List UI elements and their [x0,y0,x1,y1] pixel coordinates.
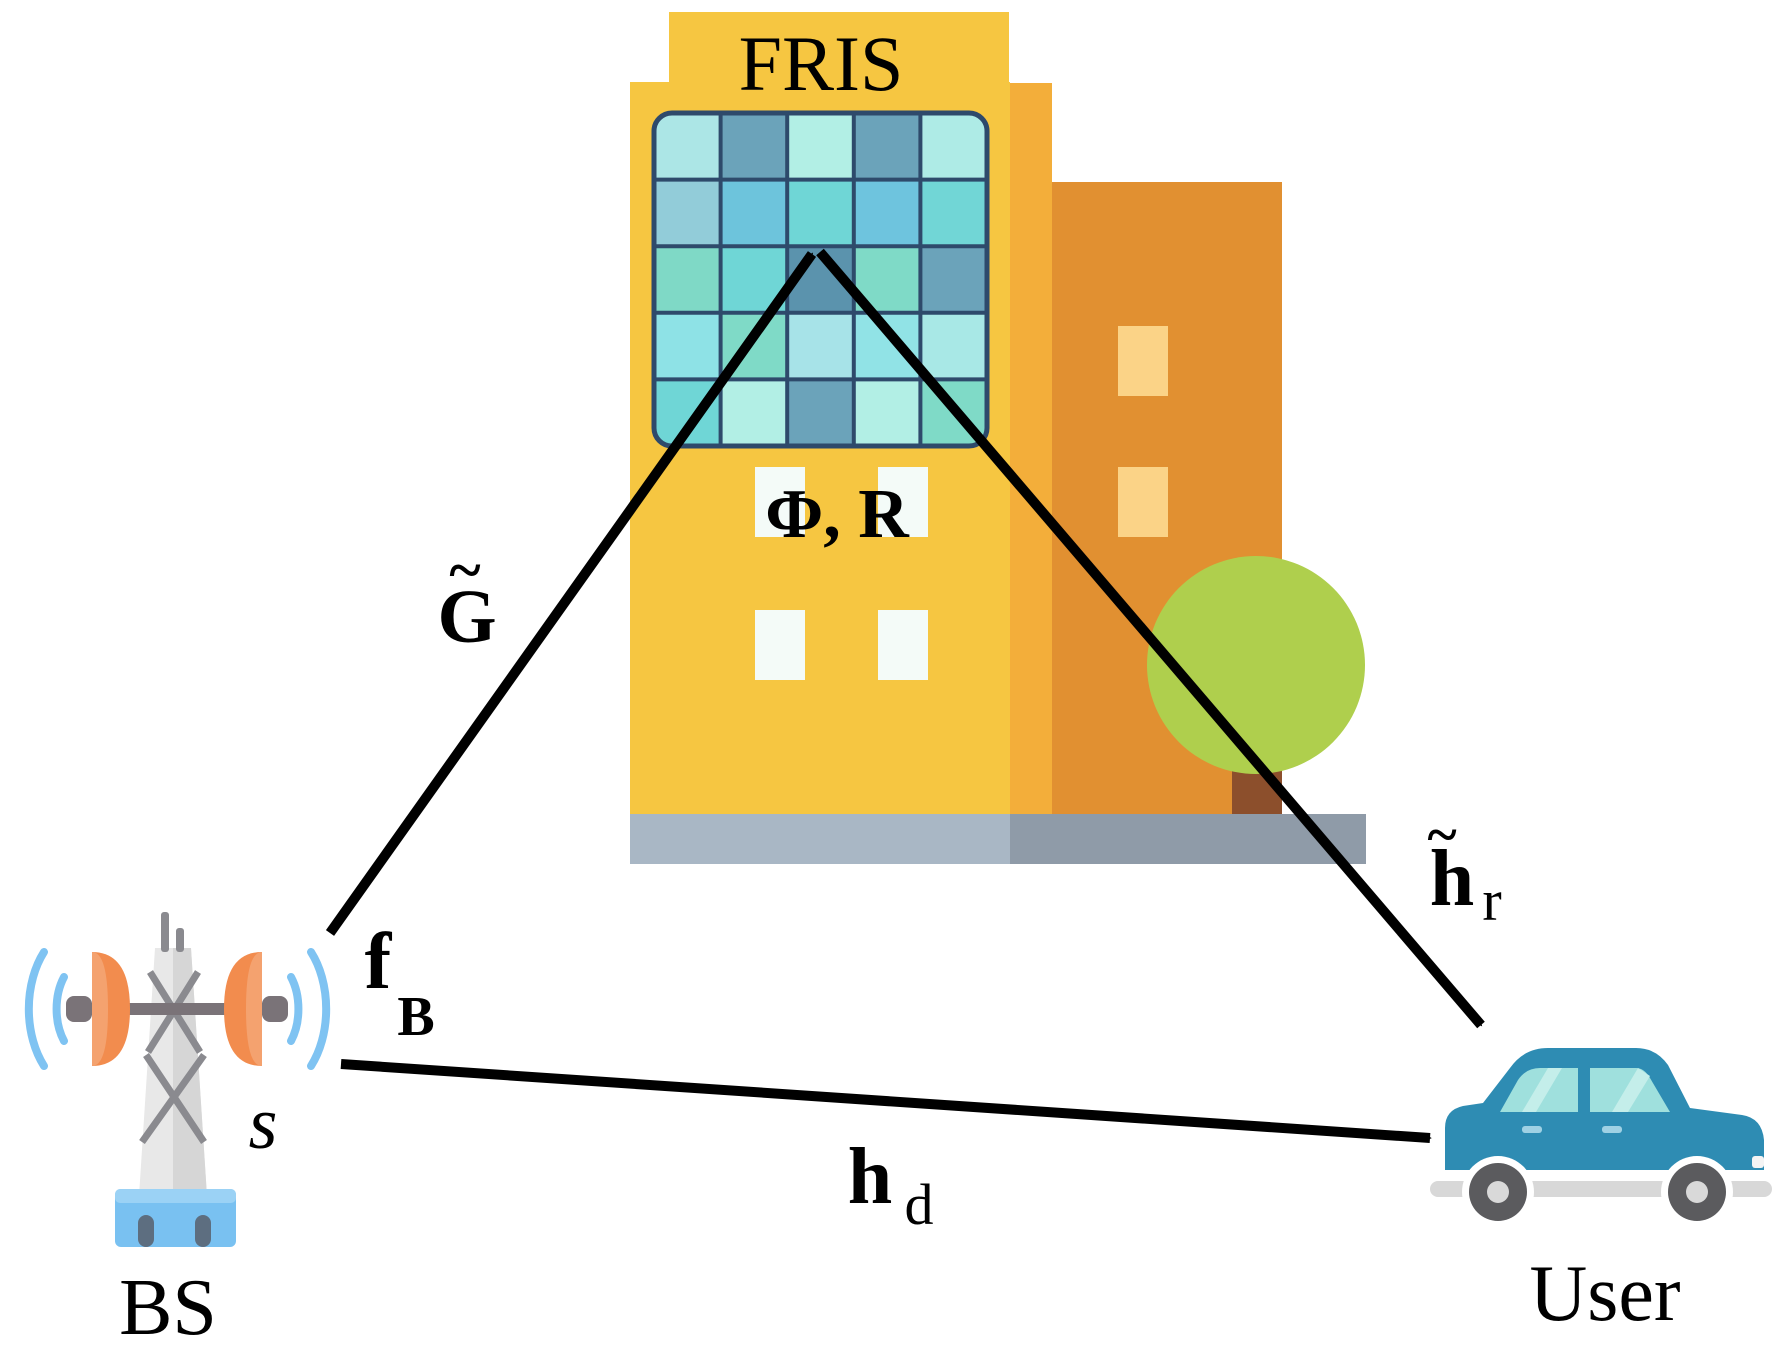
signal-wave-left-inner [52,973,68,1045]
arrow-bs-to-fris [325,251,817,936]
hd-symbol: h [848,1133,893,1221]
building-window [755,467,805,537]
antenna-right-highlight [246,952,262,1066]
ris-grid-lines [654,113,987,446]
building-icon: FRIS Φ, R [630,12,1366,864]
ris-element [654,312,722,380]
building-window [878,467,928,537]
car-window-glare [1612,1068,1650,1112]
bs-label: BS [119,1264,217,1346]
tower-arm-end [262,996,288,1022]
tower-rod [176,928,184,952]
phase-matrix-label: Φ, R [765,476,910,553]
car-wheel-hub [1487,1181,1509,1203]
tree-crown [1147,556,1365,774]
user-label: User [1529,1250,1680,1338]
fris-label: FRIS [739,20,904,107]
channel-hr-label: h ~ r [1427,804,1501,933]
hd-subscript: d [905,1172,934,1237]
building-base [630,814,1010,864]
signal-wave-right-inner [287,973,303,1045]
ris-element [920,179,987,247]
tower-rod [161,912,169,952]
hr-subscript: r [1482,868,1501,933]
ris-element [720,113,788,181]
building-window [1118,326,1168,396]
ris-element [787,312,855,380]
ris-element [853,179,921,247]
ris-panel [651,110,990,449]
tower-base-door [138,1215,154,1247]
antenna-left-highlight [92,952,108,1066]
car-light [1752,1156,1764,1168]
car-icon: User [1430,1048,1772,1338]
ris-element [654,246,722,314]
fB-symbol: f [365,918,393,1006]
G-accent: ~ [449,537,480,603]
ris-element [853,312,921,380]
channel-hd-label: h d [848,1133,934,1237]
ris-element [654,179,722,247]
G-symbol: G [437,575,496,659]
ris-element [920,113,987,181]
ris-element [787,179,855,247]
tower-arm-end [66,996,92,1022]
fB-subscript: B [397,986,434,1048]
ris-frame [651,110,990,449]
channel-G-label: G ~ [437,537,496,659]
building-window [1118,467,1168,537]
hr-symbol: h [1430,835,1475,923]
car-wheel-hub [1686,1181,1708,1203]
precoder-fB-label: f B [365,918,435,1048]
signal-wave-left-outer [24,948,48,1070]
ris-element [787,113,855,181]
signal-s-label: s [249,1083,278,1165]
tower-base-top [115,1189,236,1203]
arrow-fris-to-user [816,248,1485,1029]
ris-element [720,379,788,446]
ris-element [853,113,921,181]
tower-base-door [195,1215,211,1247]
hr-accent: ~ [1427,804,1456,866]
building-side-block [1008,83,1052,814]
ris-element [853,379,921,446]
ris-element [787,379,855,446]
building-window [755,610,805,680]
ris-element [720,179,788,247]
car-window-glare [1522,1068,1562,1112]
car-door-handle [1602,1126,1622,1133]
cell-tower-icon: BS [24,912,331,1346]
building-window [878,610,928,680]
ris-element [920,246,987,314]
arrow-bs-to-user [340,1059,1432,1143]
ris-element [920,312,987,380]
channel-arrows [325,248,1485,1143]
ris-element [654,113,722,181]
car-door-handle [1522,1126,1542,1133]
signal-wave-right-outer [307,948,331,1070]
ris-elements-grid [654,113,987,446]
